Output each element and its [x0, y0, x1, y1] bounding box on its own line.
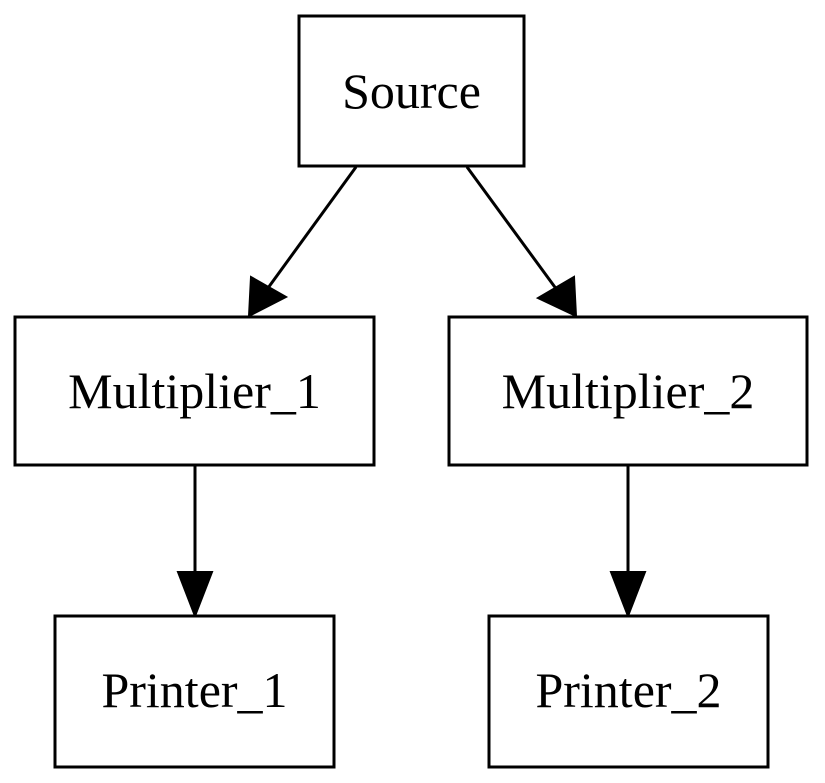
edge-multiplier-1-to-printer-1	[176, 466, 214, 619]
node-multiplier-2: Multiplier_2	[447, 315, 809, 467]
nodes: Source Multiplier_1 Multiplier_2 Printer…	[13, 14, 809, 769]
node-printer-1: Printer_1	[53, 614, 336, 769]
arrowhead	[176, 571, 214, 619]
arrowhead	[247, 275, 289, 318]
edge-multiplier-2-to-printer-2	[609, 466, 647, 619]
node-label: Multiplier_1	[68, 363, 321, 419]
node-label: Printer_1	[101, 662, 287, 718]
edge-line	[465, 166, 559, 291]
edge-source-to-multiplier-1	[247, 166, 358, 318]
edge-line	[266, 166, 358, 289]
edge-source-to-multiplier-2	[465, 166, 578, 318]
node-box	[53, 614, 336, 769]
node-multiplier-1: Multiplier_1	[13, 315, 376, 467]
node-box	[447, 315, 809, 467]
node-source: Source	[297, 14, 526, 168]
node-label: Multiplier_2	[502, 363, 755, 419]
arrowhead	[609, 571, 647, 619]
node-box	[297, 14, 526, 168]
arrowhead	[535, 275, 578, 318]
node-box	[13, 315, 376, 467]
node-box	[487, 614, 770, 769]
node-label: Printer_2	[535, 662, 721, 718]
node-label: Source	[342, 63, 481, 119]
edges	[176, 166, 647, 619]
node-printer-2: Printer_2	[487, 614, 770, 769]
